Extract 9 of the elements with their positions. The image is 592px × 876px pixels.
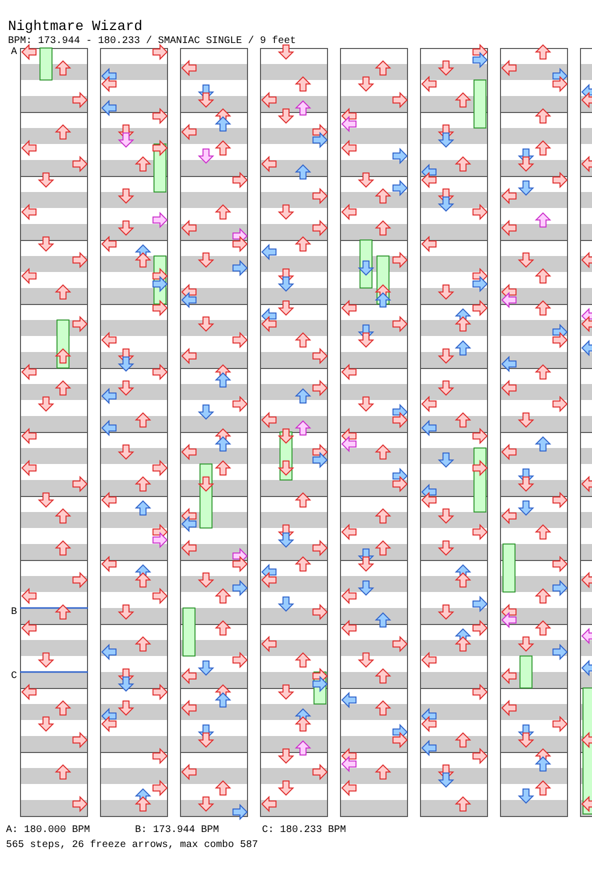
bpm-note: A: 180.000 BPM [6, 825, 90, 836]
song-title: Nightmare Wizard [8, 19, 142, 35]
bpm-note: C: 180.233 BPM [262, 825, 346, 836]
chart-info: BPM: 173.944 - 180.233 / SMANIAC SINGLE / 9 feet [8, 36, 296, 47]
bpm-marker: B [11, 607, 18, 618]
bpm-marker: C [11, 671, 18, 682]
bpm-note: B: 173.944 BPM [135, 825, 220, 836]
bpm-marker: A [11, 47, 18, 58]
step-summary: 565 steps, 26 freeze arrows, max combo 587 [6, 840, 258, 851]
